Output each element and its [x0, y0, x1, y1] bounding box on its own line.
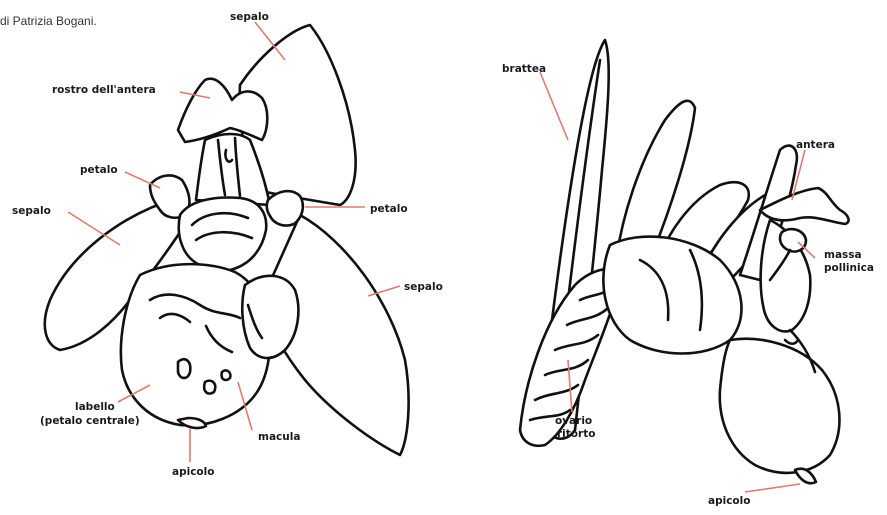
label-labello: labello: [75, 401, 115, 413]
label-apicolo-right: apicolo: [708, 495, 750, 507]
stigma-cavity: [179, 198, 267, 271]
label-petalo-left: petalo: [80, 164, 118, 176]
label-massa: massa: [824, 249, 862, 261]
label-sepalo-left: sepalo: [12, 205, 51, 217]
labellum-side-shape: [720, 339, 840, 473]
label-rostro-antera: rostro dell'antera: [52, 84, 156, 96]
pollinium-shape: [780, 229, 806, 251]
apicolo-tip-left: [178, 418, 206, 428]
apicolo-tip-right: [795, 469, 816, 484]
leader-brattea: [540, 72, 568, 140]
label-apicolo-left: apicolo: [172, 466, 214, 478]
label-pollinica: pollinica: [824, 262, 874, 274]
petal-right-shape: [267, 191, 303, 226]
label-sepalo-top: sepalo: [230, 11, 269, 23]
label-sepalo-right: sepalo: [404, 281, 443, 293]
label-petalo-centrale: (petalo centrale): [40, 415, 140, 427]
label-macula: macula: [258, 431, 300, 443]
label-antera: antera: [796, 139, 835, 151]
label-petalo-right: petalo: [370, 203, 408, 215]
label-brattea: brattea: [502, 63, 546, 75]
leader-apicolo-right: [745, 484, 800, 492]
label-ritorto: ritorto: [557, 428, 595, 440]
label-ovario: ovario: [555, 415, 592, 427]
